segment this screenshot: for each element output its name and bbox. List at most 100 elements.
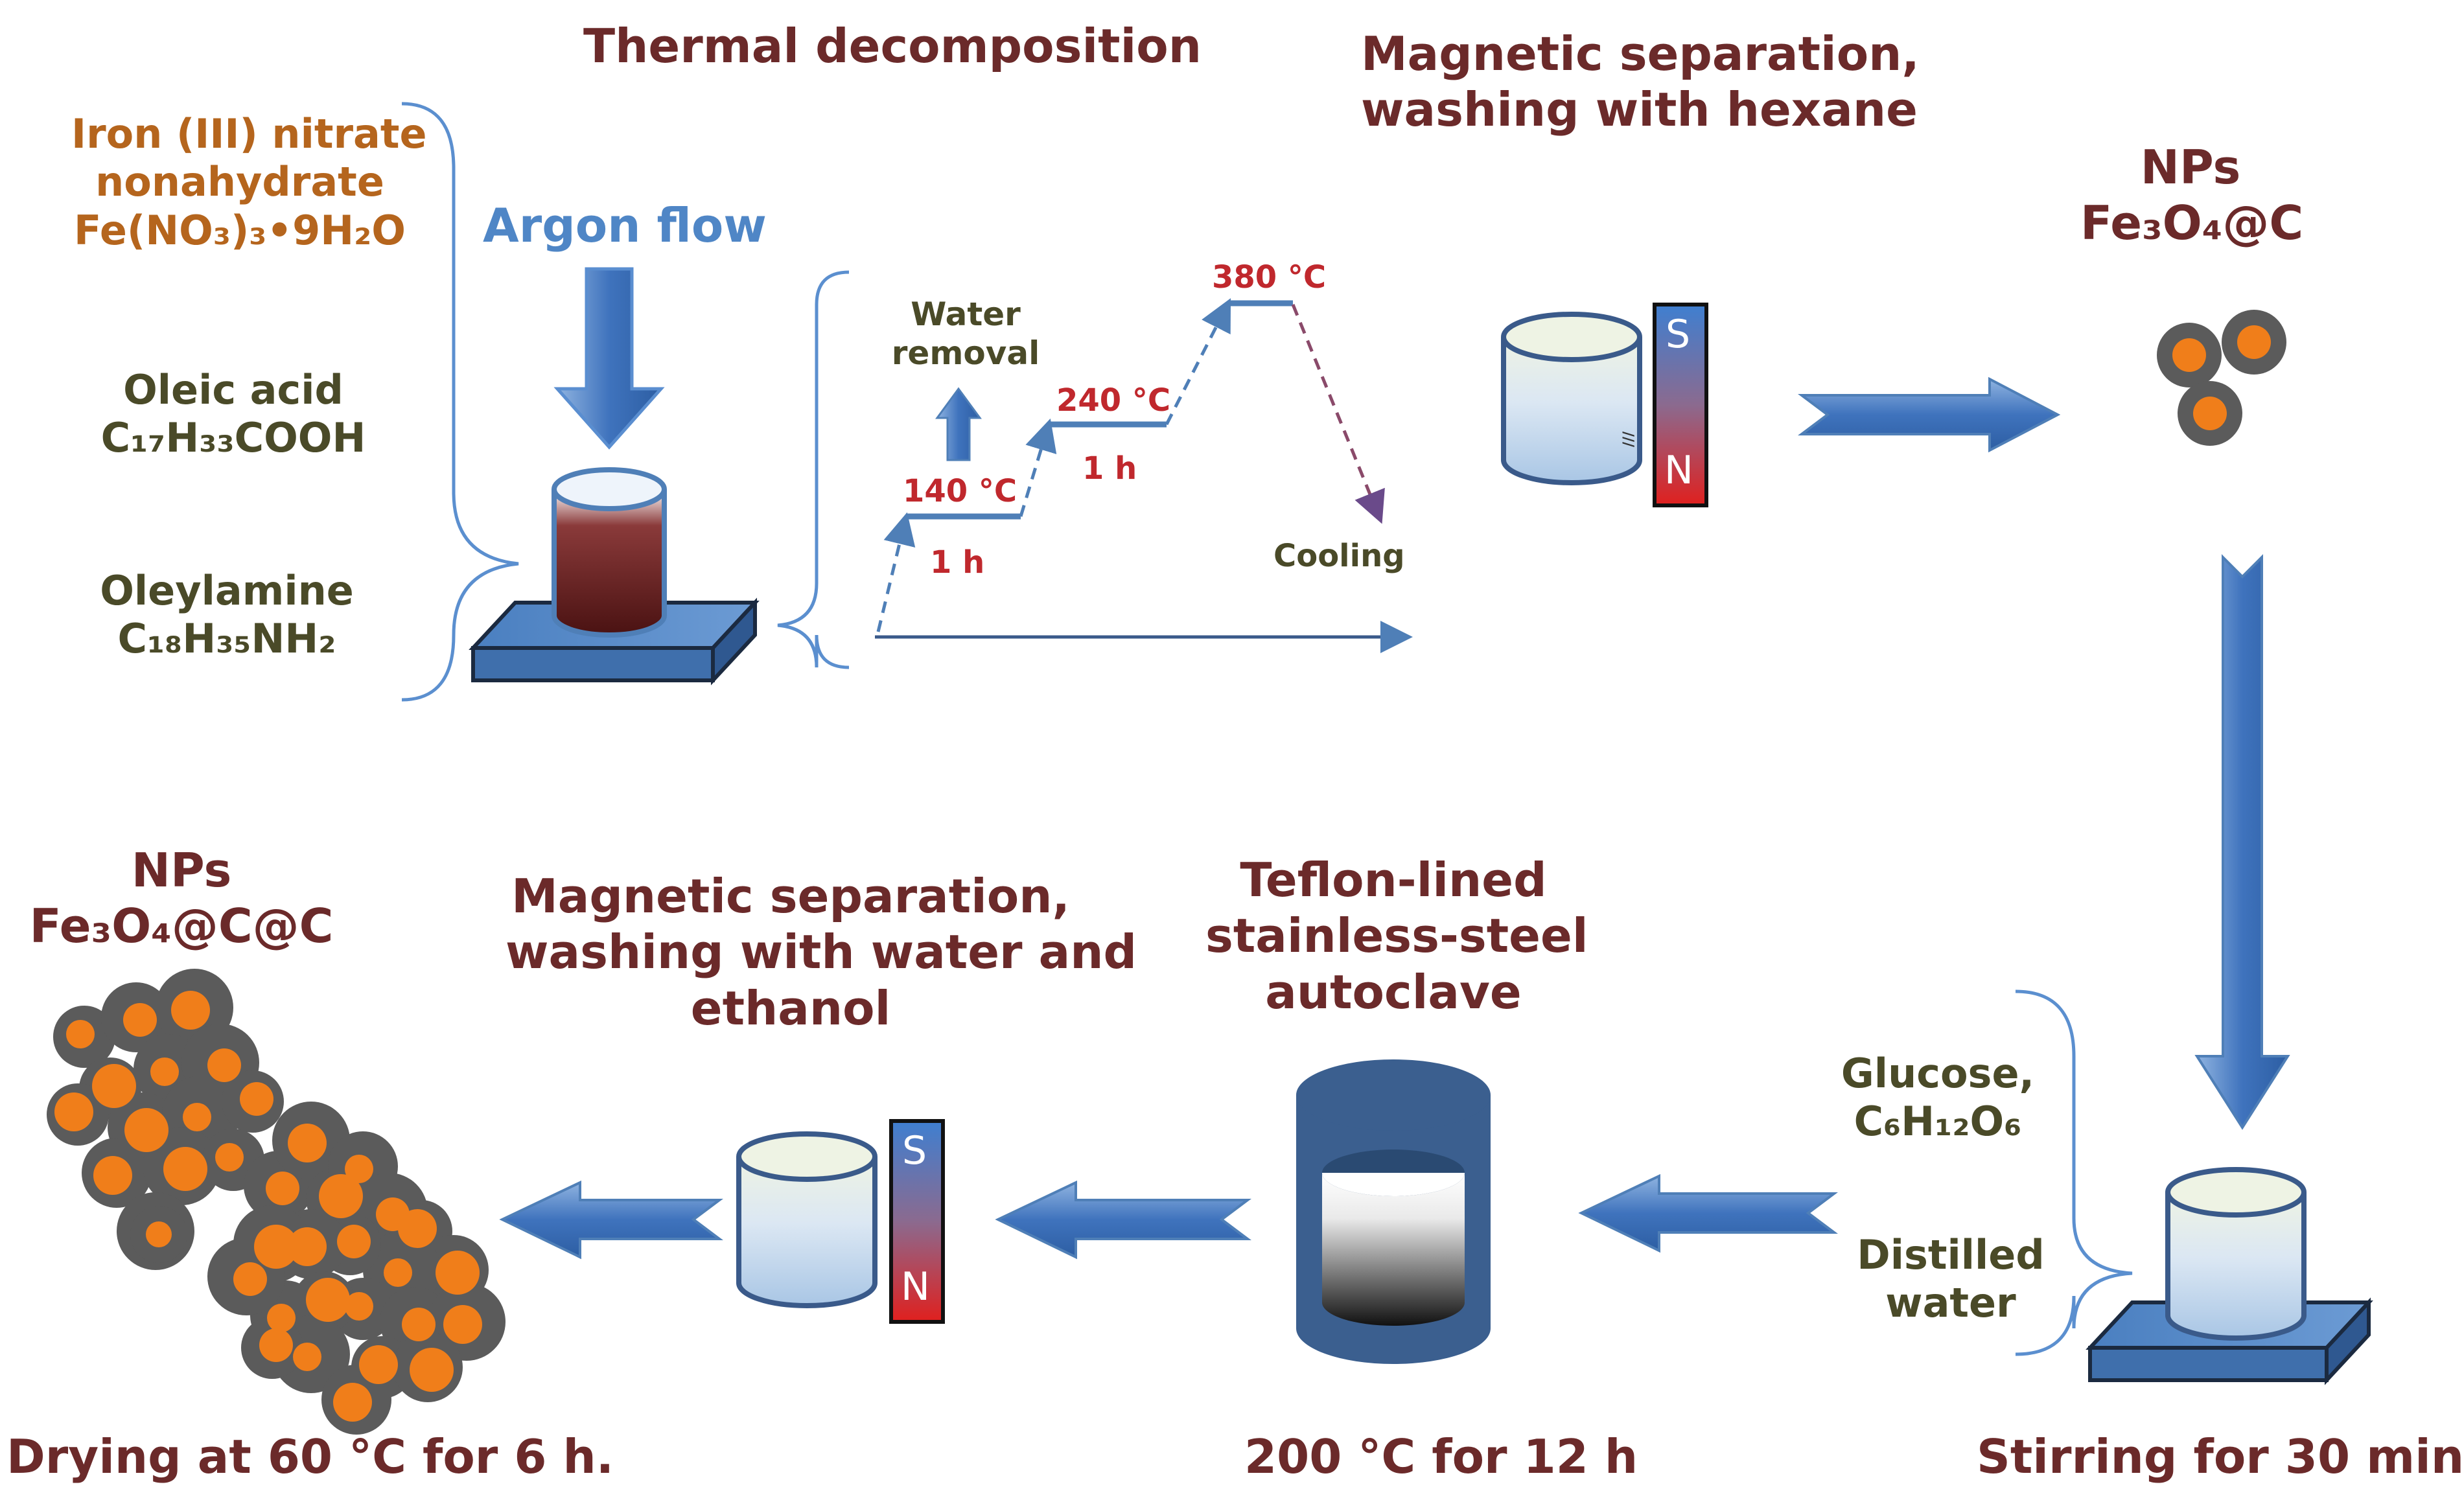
nanoparticle-core <box>124 1108 169 1152</box>
arrow-to-autoclave <box>1578 1173 1838 1253</box>
magnet-2-s-label: S <box>902 1128 927 1173</box>
stirring-beaker <box>2165 1167 2307 1341</box>
glucose-formula: C₆H₁₂O₆ <box>1854 1098 2022 1146</box>
nanoparticle-core <box>345 1155 373 1183</box>
nanoparticle-core <box>288 1124 327 1162</box>
arrow-to-nps2 <box>499 1180 723 1260</box>
condition-autoclave: 200 °C for 12 h <box>1244 1429 1638 1484</box>
profile-brace <box>777 270 850 669</box>
water-removal-line1: Water <box>911 295 1021 333</box>
condition-drying: Drying at 60 °C for 6 h. <box>6 1429 614 1484</box>
reagent-iron-nitrate: Iron (III) nitrate nonahydrate Fe(NO₃)₃•… <box>71 110 427 255</box>
argon-flow-label: Argon flow <box>483 198 767 253</box>
distilled-line1: Distilled <box>1857 1231 2045 1278</box>
nanoparticle-core <box>359 1345 398 1384</box>
nanoparticle-core <box>384 1258 412 1287</box>
arrow-to-nps1 <box>1798 376 2061 453</box>
reagent-distilled-water: Distilled water <box>1854 1231 2048 1328</box>
nps2-line1: NPs <box>131 843 232 897</box>
autoclave-line3: autoclave <box>1265 964 1522 1019</box>
magsep1-line1: Magnetic separation, <box>1361 27 1920 81</box>
nanoparticle-core <box>183 1103 211 1131</box>
magnet-1-n-label: N <box>1664 448 1693 493</box>
temp-140-label: 140 °C <box>903 473 1017 509</box>
reagent-oleic-acid: Oleic acid C₁₇H₃₃COOH <box>71 366 395 463</box>
nanoparticle-core <box>240 1082 273 1116</box>
nanoparticle-core <box>293 1343 321 1371</box>
magnetic-beaker-1: /// <box>1501 312 1642 485</box>
nanoparticle-core <box>306 1278 350 1322</box>
nanoparticle-core <box>254 1225 298 1269</box>
condition-stirring: Stirring for 30 min <box>1977 1429 2464 1484</box>
nanoparticles-fe3o4-c-c <box>47 969 506 1435</box>
reagent-brace <box>401 102 519 702</box>
glucose-brace <box>2015 989 2133 1356</box>
nanoparticles-fe3o4-c <box>2157 310 2286 446</box>
diagram-graphics: /// <box>47 102 2373 1435</box>
glucose-line1: Glucose, <box>1841 1050 2035 1097</box>
reagent-glucose: Glucose, C₆H₁₂O₆ <box>1834 1050 2041 1146</box>
hold-1h-label-a: 1 h <box>930 544 985 581</box>
nanoparticle-core <box>146 1221 172 1247</box>
magnet-1 <box>1653 303 1708 507</box>
nanoparticle-core <box>54 1092 93 1131</box>
magsep2-line1: Magnetic separation, <box>511 869 1070 923</box>
nanoparticle-core <box>436 1251 480 1295</box>
nanoparticle-core <box>319 1174 363 1218</box>
nanoparticle-core <box>337 1225 371 1258</box>
magnet-2-n-label: N <box>901 1264 930 1310</box>
nanoparticle-core <box>259 1328 293 1362</box>
reagent-iron-formula: Fe(NO₃)₃•9H₂O <box>74 206 406 254</box>
step-magnetic-separation-hexane: Magnetic separation, washing with hexane <box>1361 26 1920 138</box>
magsep1-line2: washing with hexane <box>1361 82 1918 137</box>
cooling-label: Cooling <box>1273 538 1405 574</box>
nanoparticle-core <box>443 1305 482 1344</box>
magsep2-line2: washing with water and <box>506 925 1137 980</box>
nanoparticle-core <box>398 1209 437 1248</box>
nanoparticle-core <box>266 1172 299 1205</box>
arrow-to-magsep2 <box>995 1180 1251 1260</box>
nanoparticle-core <box>93 1156 132 1195</box>
nanoparticle-core <box>207 1048 241 1082</box>
magsep2-line3: ethanol <box>690 980 891 1035</box>
synthesis-diagram: /// <box>6 19 2464 1484</box>
distilled-line2: water <box>1885 1279 2016 1327</box>
water-removal-arrow <box>935 387 982 461</box>
nanoparticle-core <box>345 1292 373 1321</box>
reagent-oleylamine: Oleylamine C₁₈H₃₅NH₂ <box>65 567 389 664</box>
nanoparticle-core <box>267 1304 296 1332</box>
nanoparticle-core <box>123 1003 157 1037</box>
hold-1h-label-b: 1 h <box>1082 450 1137 487</box>
reagent-iron-line2: nonahydrate <box>95 158 384 206</box>
reagent-oleylamine-formula: C₁₈H₃₅NH₂ <box>117 615 336 663</box>
nps2-label: NPs Fe₃O₄@C@C <box>26 842 337 954</box>
nanoparticle-core <box>288 1227 327 1266</box>
magnet-2 <box>889 1119 945 1324</box>
nanoparticle-core <box>233 1262 267 1296</box>
nanoparticle-core <box>163 1147 207 1191</box>
reaction-beaker <box>552 467 667 638</box>
nanoparticle-core <box>402 1308 436 1341</box>
step-autoclave: Teflon-lined stainless-steel autoclave <box>1205 852 1588 1020</box>
nanoparticle-core <box>150 1057 179 1086</box>
nanoparticle-core <box>171 991 210 1030</box>
nps1-line1: NPs <box>2140 140 2241 194</box>
nps1-formula: Fe₃O₄@C <box>2080 196 2304 251</box>
nanoparticle-core <box>66 1020 95 1048</box>
magnetic-beaker-2 <box>736 1131 878 1308</box>
argon-flow-arrow <box>553 267 665 450</box>
nanoparticle-core <box>410 1348 454 1392</box>
arrow-down-right <box>2194 554 2290 1130</box>
temp-380-label: 380 °C <box>1212 259 1327 295</box>
reagent-oleylamine-name: Oleylamine <box>100 567 354 614</box>
temp-240-label: 240 °C <box>1056 382 1171 419</box>
nanoparticle-core <box>333 1383 372 1422</box>
reagent-oleic-formula: C₁₇H₃₃COOH <box>100 414 366 462</box>
magnet-1-s-label: S <box>1666 312 1691 357</box>
water-removal-line2: removal <box>891 334 1040 372</box>
svg-text:///: /// <box>1621 431 1637 447</box>
nanoparticle-core <box>215 1143 244 1172</box>
nps2-formula: Fe₃O₄@C@C <box>29 899 334 954</box>
step-thermal-decomposition: Thermal decomposition <box>583 19 1202 73</box>
temperature-profile <box>875 298 1413 653</box>
